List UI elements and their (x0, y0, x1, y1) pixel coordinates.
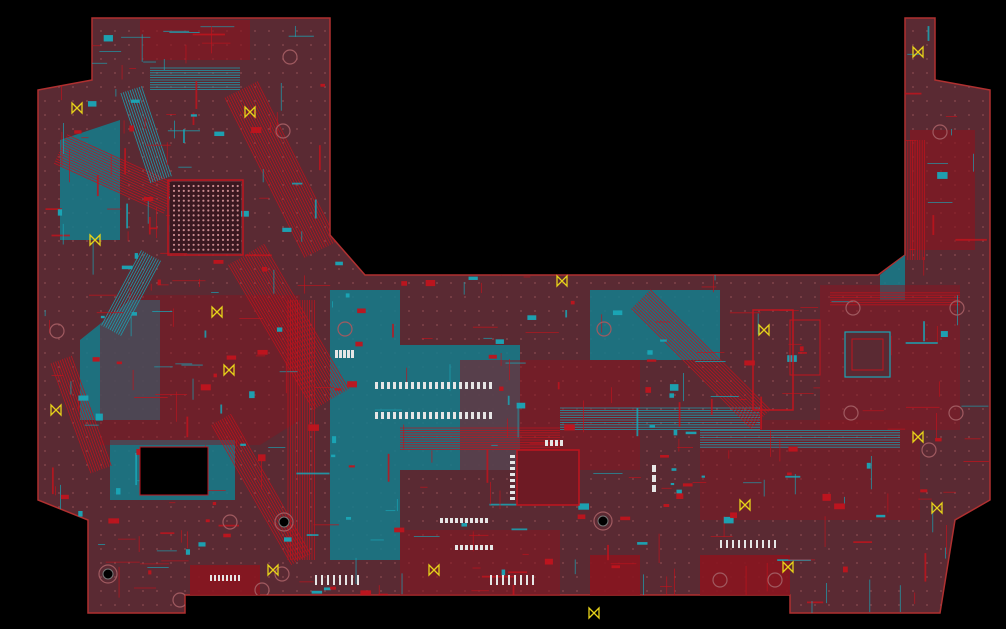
plated-hole-core (278, 516, 290, 528)
bowtie-marker-icon (71, 101, 83, 115)
plated-hole-icon (593, 511, 613, 531)
plated-hole-icon (274, 512, 294, 532)
plated-hole-icon (845, 300, 861, 316)
plated-hole-icon (767, 572, 783, 588)
bowtie-marker-icon (223, 363, 235, 377)
bowtie-marker-icon (782, 560, 794, 574)
bowtie-marker-icon (912, 45, 924, 59)
plated-hole-core (102, 568, 114, 580)
bowtie-marker-icon (244, 105, 256, 119)
bowtie-marker-icon (428, 563, 440, 577)
plated-hole-icon (932, 124, 948, 140)
plated-hole-icon (282, 49, 298, 65)
bowtie-marker-icon (739, 498, 751, 512)
qfn-chip-center (516, 449, 580, 506)
plated-hole-icon (49, 323, 65, 339)
silk-pads (210, 350, 776, 585)
trace-bundles (44, 25, 990, 613)
plated-hole-icon (948, 405, 964, 421)
plated-hole-icon (632, 598, 648, 613)
plated-hole-icon (596, 321, 612, 337)
plated-hole-icon (921, 442, 937, 458)
bowtie-marker-icon (931, 501, 943, 515)
qfn-chip-right (844, 331, 891, 378)
bowtie-marker-icon (556, 274, 568, 288)
plated-hole-icon (712, 572, 728, 588)
bowtie-marker-icon (267, 563, 279, 577)
plated-hole-icon (843, 405, 859, 421)
bga-cpu (167, 179, 244, 256)
bowtie-marker-icon (588, 606, 600, 620)
plated-hole-icon (222, 514, 238, 530)
bowtie-markers (50, 45, 943, 620)
bowtie-marker-icon (89, 233, 101, 247)
connector-block (752, 309, 821, 411)
plated-hole-icon (274, 566, 290, 582)
plated-hole-core (597, 515, 609, 527)
bowtie-marker-icon (758, 323, 770, 337)
plated-hole-icon (337, 321, 353, 337)
plated-hole-icon (98, 564, 118, 584)
chip-left-block (139, 446, 209, 496)
bowtie-marker-icon (50, 403, 62, 417)
plated-hole-icon (949, 300, 965, 316)
plated-hole-icon (686, 598, 702, 613)
bowtie-marker-icon (211, 305, 223, 319)
plated-hole-icon (275, 123, 291, 139)
bowtie-marker-icon (912, 430, 924, 444)
